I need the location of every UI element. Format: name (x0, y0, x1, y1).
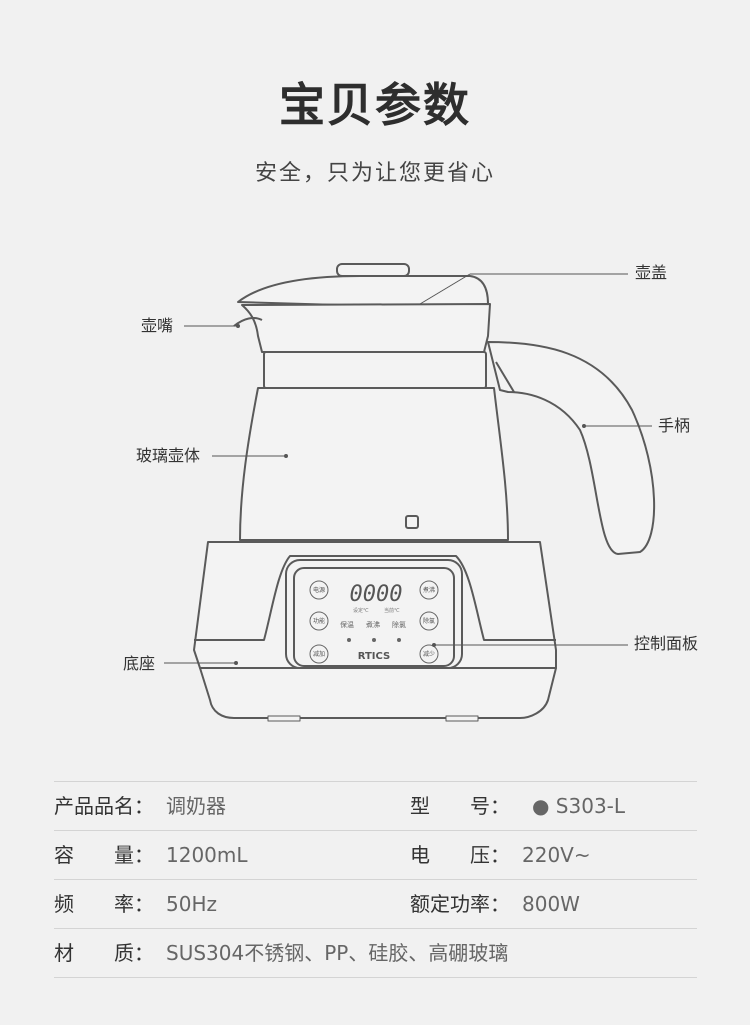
lid-knob-shape (336, 263, 410, 277)
spout-shape (233, 317, 263, 327)
svg-text:除氯: 除氯 (392, 620, 406, 629)
glass-body-shape (239, 387, 509, 541)
specs-table: 产品品名： 调奶器 型 号： ● S303-L 容 量： 1200mL 电 压：… (54, 781, 697, 978)
spec-value: 220V~ (522, 843, 591, 867)
spec-value: ● S303-L (532, 794, 626, 818)
svg-text:除氯: 除氯 (423, 617, 435, 625)
svg-text:煮沸: 煮沸 (423, 586, 435, 594)
svg-text:当前℃: 当前℃ (384, 607, 400, 614)
spec-value: 调奶器 (166, 794, 226, 818)
spec-label: 材 质： (54, 941, 154, 965)
panel-display: 0000 (350, 582, 403, 607)
spec-row: 容 量： 1200mL 电 压： 220V~ (54, 830, 697, 879)
lid-shape (237, 275, 489, 309)
callout-glass-body: 玻璃壶体 (136, 446, 201, 465)
page-title: 宝贝参数 (279, 78, 471, 132)
svg-text:减加: 减加 (313, 650, 325, 658)
spec-label: 额定功率： (410, 892, 510, 916)
spec-label: 产品品名： (54, 794, 154, 818)
panel-brand: RTICS (358, 651, 391, 662)
spec-value: 50Hz (166, 892, 217, 916)
svg-text:功能: 功能 (313, 617, 325, 625)
callout-base: 底座 (123, 654, 156, 673)
svg-text:电源: 电源 (313, 586, 325, 594)
spec-label: 频 率： (54, 892, 154, 916)
svg-text:减少: 减少 (423, 650, 435, 658)
kettle-diagram: 0000 设定℃ 当前℃ 保温 煮沸 除氯 RTICS 电源 功能 减加 煮沸 … (164, 263, 656, 722)
callout-handle: 手柄 (658, 416, 691, 435)
neck-band-shape (263, 351, 487, 389)
svg-text:保温: 保温 (340, 620, 354, 629)
callout-lid: 壶盖 (635, 263, 668, 282)
spec-row: 频 率： 50Hz 额定功率： 800W (54, 879, 697, 928)
spec-label: 电 压： (410, 843, 510, 867)
spec-row: 材 质： SUS304不锈钢、PP、硅胶、高硼玻璃 (54, 928, 697, 978)
spec-label: 型 号： (410, 794, 510, 818)
spec-label: 容 量： (54, 843, 154, 867)
collar-shape (241, 303, 491, 353)
spec-row: 产品品名： 调奶器 型 号： ● S303-L (54, 781, 697, 830)
callout-control-panel: 控制面板 (634, 634, 699, 653)
spec-value: SUS304不锈钢、PP、硅胶、高硼玻璃 (166, 941, 509, 965)
page-subtitle: 安全，只为让您更省心 (254, 161, 495, 186)
svg-text:设定℃: 设定℃ (353, 607, 369, 614)
control-panel-shape (285, 559, 463, 669)
svg-text:煮沸: 煮沸 (366, 620, 380, 629)
callout-spout: 壶嘴 (141, 316, 174, 335)
spec-value: 1200mL (166, 843, 248, 867)
handle-shape (487, 341, 656, 555)
spec-value: 800W (522, 892, 580, 916)
